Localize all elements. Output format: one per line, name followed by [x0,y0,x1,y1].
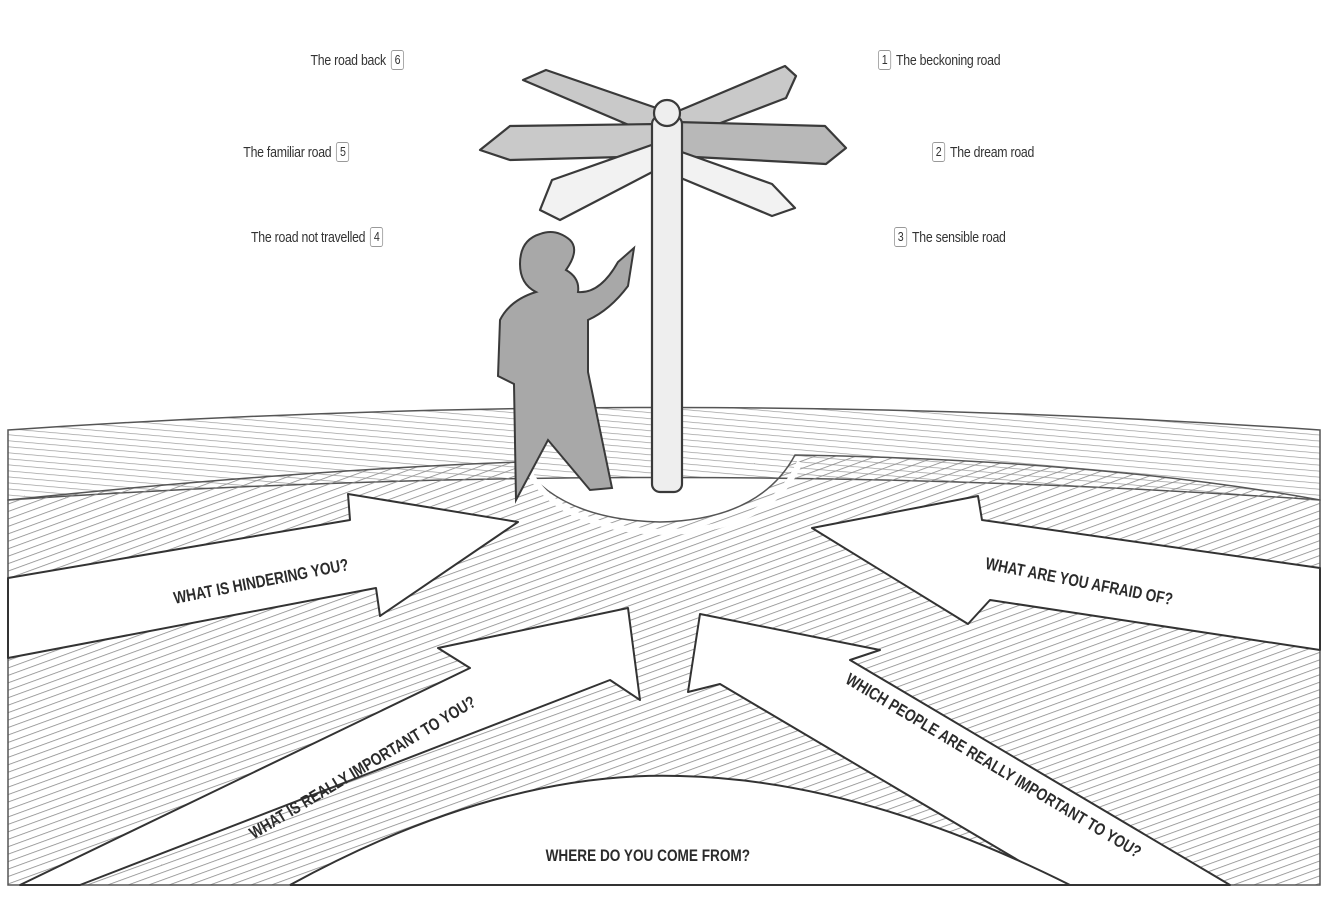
arrow-hindering [7,493,519,659]
road-6-label: The road back 6 [311,50,404,70]
road-6-text: The road back [310,51,387,69]
road-1-label: 1 The beckoning road [878,50,1001,70]
road-4-label: The road not travelled 4 [251,227,384,247]
road-2-text: The dream road [950,143,1035,161]
arrow-afraid [811,495,1321,651]
road-5-text: The familiar road [243,143,332,161]
road-5-number: 5 [336,142,350,162]
arrow-people [687,613,1231,886]
road-5-label: The familiar road 5 [243,142,350,162]
road-3-label: 3 The sensible road [894,227,1006,247]
person-figure [496,231,636,504]
road-4-number: 4 [370,227,384,247]
road-3-number: 3 [894,227,908,247]
road-1-number: 1 [878,50,892,70]
road-6-number: 6 [390,50,404,70]
road-2-label: 2 The dream road [932,142,1034,162]
road-1-text: The beckoning road [896,51,1001,69]
road-4-text: The road not travelled [251,228,366,246]
arrow-origin [289,774,1071,886]
signpost-knob [652,98,682,128]
arrow-important [19,607,641,886]
road-3-text: The sensible road [912,228,1006,246]
crossroads-circle [525,460,803,536]
signpost-pole [650,114,684,494]
road-2-number: 2 [932,142,946,162]
question-origin: WHERE DO YOU COME FROM? [545,846,751,865]
